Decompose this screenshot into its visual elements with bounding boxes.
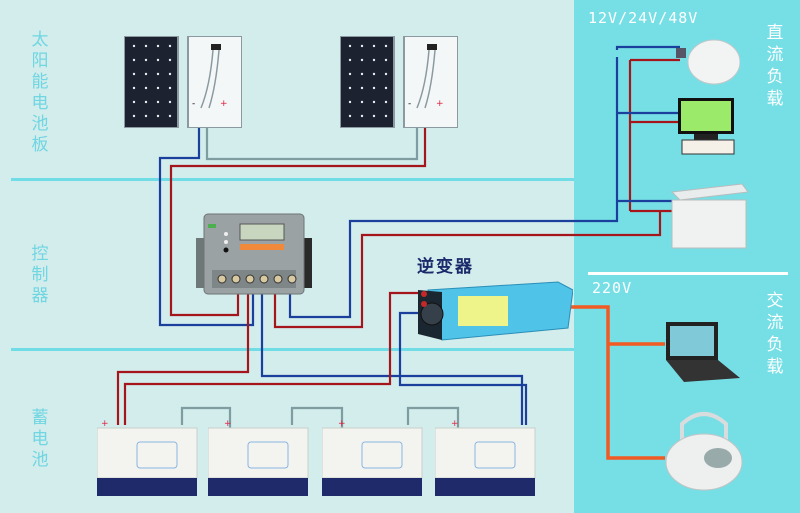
wire-pv2-positive: [169, 106, 427, 317]
battery-2: +: [207, 419, 310, 498]
wire-battery-series-1: [180, 406, 232, 430]
wire-battery-inverter-negative: [398, 311, 528, 425]
divider-controller-battery: [11, 348, 574, 351]
svg-text:+: +: [224, 420, 232, 429]
load-area-background: [574, 0, 800, 513]
inverter-label: 逆变器: [417, 257, 474, 277]
wire-ctrl-load-negative: [288, 57, 619, 319]
freezer: [670, 170, 750, 250]
inverter-label-panel: [458, 296, 508, 326]
wire-battery-inverter-positive: [123, 291, 420, 425]
svg-text:-: -: [192, 99, 195, 109]
controller-lcd: [239, 223, 285, 241]
wire-battery-series-2: [290, 406, 344, 430]
wire-dc-bulb-negative: [615, 45, 680, 50]
battery-4: +: [434, 419, 537, 498]
wire-dc-bulb-positive: [628, 58, 680, 211]
divider-solar-controller: [11, 178, 574, 181]
battery-3: +: [321, 419, 424, 498]
inverter: [418, 280, 574, 342]
controller-status-bar: [240, 244, 284, 250]
ac-voltage-label: 220V: [592, 279, 633, 297]
battery-section-label: 蓄电池: [31, 408, 49, 470]
solar-panel-front: [123, 35, 179, 129]
wire-pv-series-grey: [205, 106, 419, 161]
svg-text:-: -: [175, 420, 178, 422]
light-bulb: [676, 38, 741, 86]
svg-text:-: -: [408, 99, 411, 109]
solar-panel-front: [339, 35, 395, 129]
svg-text:+: +: [436, 99, 444, 109]
wire-ctrl-battery-negative: [260, 290, 524, 425]
rice-cooker: [664, 404, 744, 494]
charge-controller: [196, 210, 312, 298]
wire-ctrl-load-positive: [273, 211, 662, 329]
solar-panel-2: - +: [339, 35, 459, 129]
ac-load-label: 交流负载: [766, 291, 784, 377]
wire-battery-series-3: [406, 406, 460, 430]
controller-section-label: 控制器: [31, 244, 49, 306]
svg-text:+: +: [220, 99, 228, 109]
laptop: [664, 320, 740, 384]
svg-text:+: +: [338, 420, 346, 429]
wire-ctrl-battery-positive: [116, 290, 250, 425]
dc-ac-divider: [588, 272, 788, 275]
wire-ac-output: [535, 305, 665, 460]
battery-1: +-: [96, 412, 199, 498]
svg-text:+: +: [451, 420, 459, 429]
dc-load-label: 直流负载: [766, 23, 784, 109]
dc-voltage-label: 12V/24V/48V: [588, 9, 699, 27]
wire-pv1-negative: [158, 106, 255, 327]
svg-text:+: +: [101, 420, 109, 429]
monitor: [678, 98, 738, 156]
solar-panel-section-label: 太阳能电池板: [31, 30, 49, 155]
solar-panel-1: - +: [123, 35, 243, 129]
